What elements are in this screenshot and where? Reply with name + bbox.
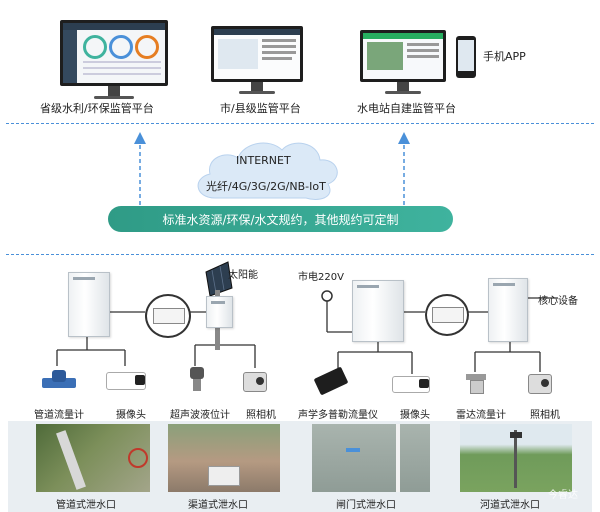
photo-channel-outlet [168, 424, 280, 492]
rtu-cabinet-1 [68, 272, 110, 337]
core-equipment-label: 核心设备 [538, 296, 578, 307]
controller-module-1 [145, 294, 191, 338]
device-label-ultrasonic: 超声波液位计 [170, 410, 230, 421]
cloud-shape [197, 142, 338, 200]
protocol-band: 标准水资源/环保/水文规约，其他规约可定制 [108, 206, 453, 232]
provincial-platform-monitor [60, 20, 168, 104]
device-label-camera-1: 摄像头 [116, 410, 146, 421]
mains-label: 市电220V [298, 272, 344, 283]
rtu-cabinet-2 [206, 296, 233, 328]
mains-plug-icon [321, 290, 333, 302]
platform-label-provincial: 省级水利/环保监管平台 [40, 102, 154, 115]
hydro-platform-monitor [360, 30, 446, 100]
rtu-cabinet-4 [488, 278, 528, 342]
platform-label-hydro: 水电站自建监管平台 [357, 102, 456, 115]
outlet-label-river: 河道式泄水口 [480, 500, 540, 511]
cloud-network-types: 光纤/4G/3G/2G/NB-IoT [206, 180, 326, 193]
photo-river-outlet [460, 424, 572, 492]
radar-flowmeter-icon [466, 374, 486, 394]
camera-icon-2 [392, 376, 430, 393]
device-label-photo-camera-2: 照相机 [530, 410, 560, 421]
photo-pipe-outlet [36, 424, 150, 492]
platform-label-city: 市/县级监管平台 [220, 102, 301, 115]
protocol-band-text: 标准水资源/环保/水文规约，其他规约可定制 [162, 212, 399, 227]
photo-gate-outlet [312, 424, 430, 492]
camera-icon-1 [106, 372, 146, 390]
outlet-label-pipe: 管道式泄水口 [56, 500, 116, 511]
pipe-flowmeter-icon [42, 370, 76, 392]
controller-module-2 [425, 294, 469, 336]
mobile-app-label: 手机APP [483, 50, 526, 63]
separator-bottom [6, 254, 594, 255]
device-label-pipe-flowmeter: 管道流量计 [34, 410, 84, 421]
outlet-label-channel: 渠道式泄水口 [188, 500, 248, 511]
photo-camera-icon-1 [243, 372, 267, 392]
rtu-cabinet-3 [352, 280, 404, 342]
device-label-doppler: 声学多普勒流量仪 [298, 410, 378, 421]
city-platform-monitor [211, 26, 303, 100]
device-label-photo-camera-1: 照相机 [246, 410, 276, 421]
mobile-phone-icon [456, 36, 476, 78]
watermark: 今睿达 [548, 490, 578, 501]
device-label-camera-2: 摄像头 [400, 410, 430, 421]
cloud-internet-label: INTERNET [236, 154, 291, 167]
photo-camera-icon-2 [528, 374, 552, 394]
separator-top [6, 123, 594, 124]
ultrasonic-level-meter-icon [188, 367, 206, 393]
device-label-radar: 雷达流量计 [456, 410, 506, 421]
solar-label: 太阳能 [228, 270, 258, 281]
outlet-label-gate: 闸门式泄水口 [336, 500, 396, 511]
